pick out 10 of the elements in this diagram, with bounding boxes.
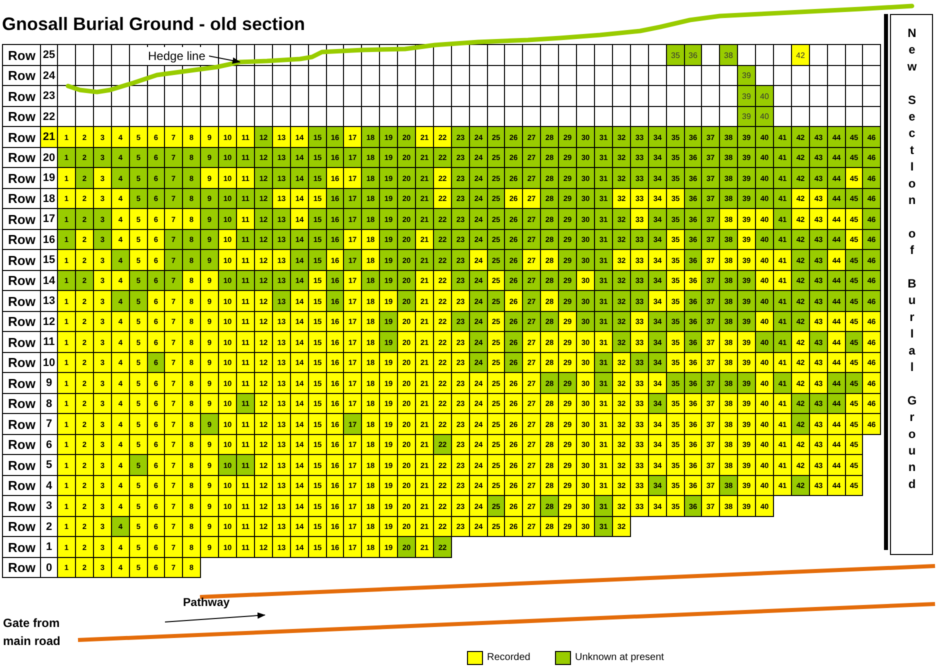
legend-label: Unknown at present <box>575 652 664 664</box>
row-label: Row <box>2 44 41 66</box>
legend-label: Recorded <box>487 652 530 664</box>
leader-line <box>208 56 240 64</box>
diagram-title: Gnosall Burial Ground - old section <box>2 14 306 35</box>
gate-label: Gate from main road <box>3 615 62 650</box>
row-number: 21 <box>40 126 58 148</box>
row-label: Row <box>2 557 41 578</box>
pathway-label: Pathway <box>183 597 230 609</box>
section-box: New SectIon of BurIal Ground <box>890 14 933 555</box>
